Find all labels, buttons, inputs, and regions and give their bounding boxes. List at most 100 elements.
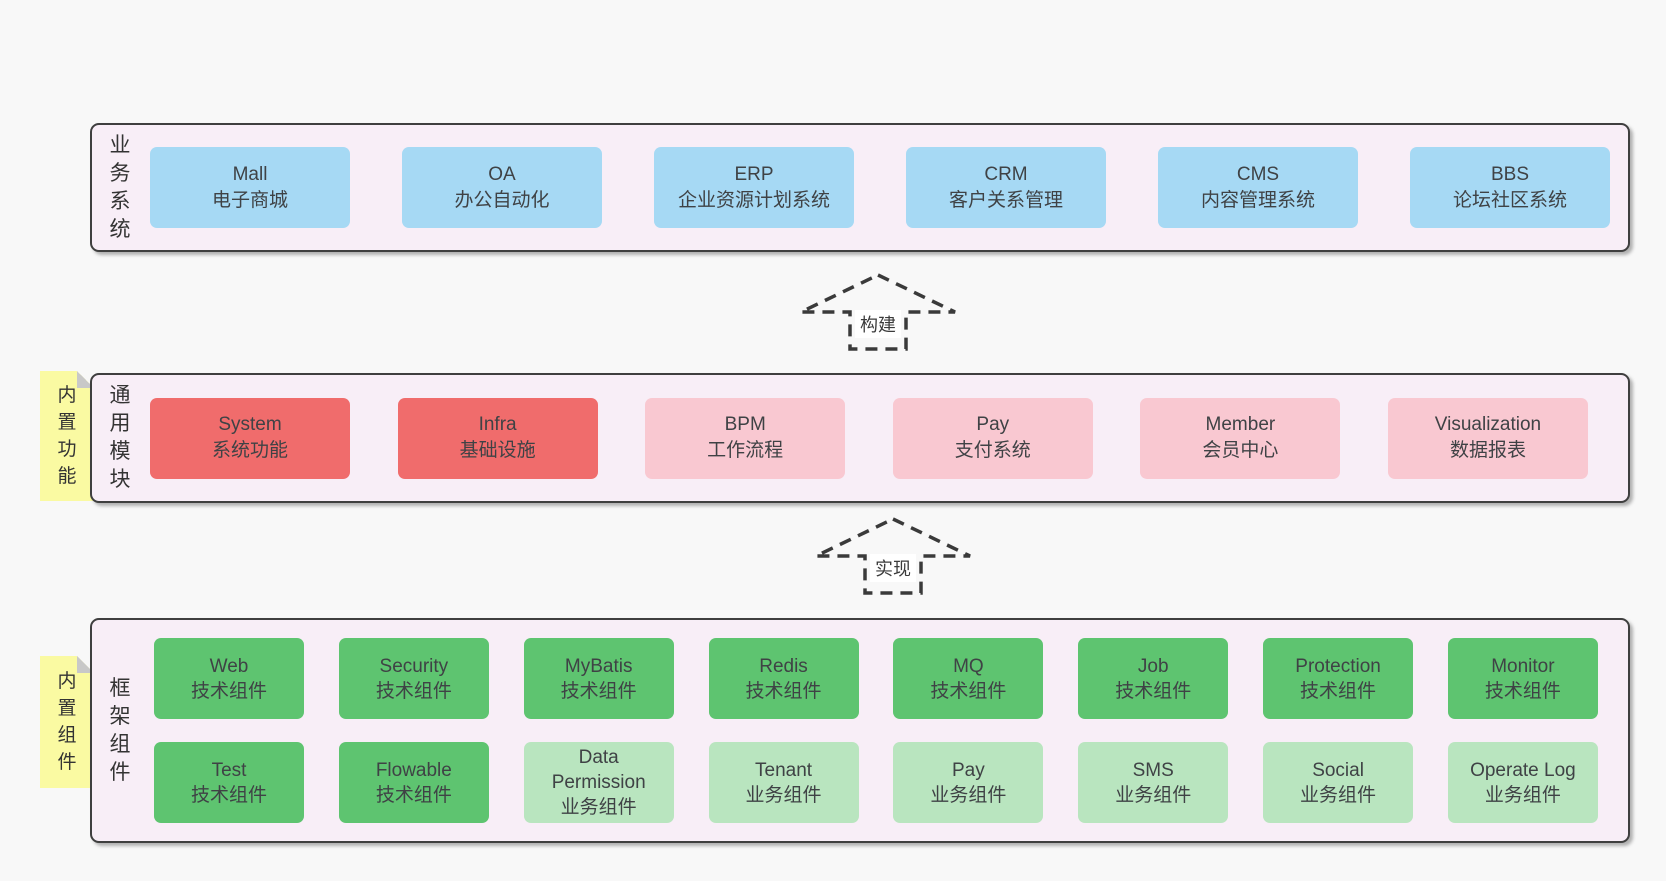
sticky-note-built-in-components: 内置组件 (40, 656, 94, 788)
layer-side-label-text: 业务系统 (109, 133, 131, 241)
implement-arrow: 实现 (813, 516, 973, 596)
layer-common-modules: 通用模块 System 系统功能 Infra 基础设施 BPM 工作流程 Pay… (90, 373, 1630, 503)
layer-side-label: 业务系统 (105, 125, 135, 250)
box-title: Tenant (755, 759, 813, 781)
box-title: Pay (976, 414, 1010, 435)
box-web: Web 技术组件 (154, 638, 304, 719)
box-subtitle: 技术组件 (745, 680, 822, 702)
box-row: System 系统功能 Infra 基础设施 BPM 工作流程 Pay 支付系统… (150, 375, 1588, 501)
box-title: MQ (953, 655, 984, 677)
box-title: Web (209, 655, 249, 677)
box-title: Flowable (375, 759, 452, 781)
box-subtitle: 技术组件 (930, 680, 1007, 702)
box-visualization: Visualization 数据报表 (1387, 397, 1588, 479)
box-subtitle: 会员中心 (1202, 440, 1279, 461)
box-title: ERP (734, 163, 774, 185)
box-title: BBS (1490, 163, 1530, 185)
layer-business-systems: 业务系统 Mall 电子商城 OA 办公自动化 ERP 企业资源计划系统 CRM… (90, 123, 1630, 252)
box-bbs: BBS 论坛社区系统 (1410, 147, 1610, 228)
box-title: SMS (1132, 759, 1174, 781)
box-subtitle: 技术组件 (375, 680, 452, 702)
box-infra: Infra 基础设施 (397, 397, 598, 479)
box-row: Mall 电子商城 OA 办公自动化 ERP 企业资源计划系统 CRM 客户关系… (150, 125, 1610, 250)
box-subtitle: 基础设施 (459, 440, 536, 461)
box-subtitle: 技术组件 (1484, 680, 1561, 702)
box-subtitle: 工作流程 (707, 440, 784, 461)
build-arrow: 构建 (798, 272, 958, 352)
box-title: OA (488, 163, 516, 185)
box-rows: Web 技术组件 Security 技术组件 MyBatis 技术组件 Redi… (154, 620, 1598, 841)
box-row: Web 技术组件 Security 技术组件 MyBatis 技术组件 Redi… (154, 638, 1598, 719)
box-subtitle: 电子商城 (211, 189, 288, 211)
box-sms: SMS 业务组件 (1078, 742, 1229, 823)
box-subtitle: 技术组件 (190, 680, 267, 702)
box-job: Job 技术组件 (1078, 638, 1229, 719)
dashed-up-arrow-icon (800, 273, 956, 351)
box-title: Security (379, 655, 449, 677)
box-subtitle: 办公自动化 (454, 189, 550, 211)
box-title: Infra (478, 414, 517, 435)
box-subtitle: 业务组件 (930, 784, 1007, 806)
box-subtitle: 技术组件 (1300, 680, 1377, 702)
box-title: CMS (1236, 163, 1280, 185)
box-subtitle: 技术组件 (190, 784, 267, 806)
box-subtitle: 业务组件 (745, 784, 822, 806)
box-title: Test (211, 759, 247, 781)
sticky-note-label: 内置功能 (57, 385, 77, 487)
box-title: System (218, 414, 282, 435)
box-subtitle: 系统功能 (211, 440, 288, 461)
box-bpm: BPM 工作流程 (645, 397, 846, 479)
box-title: Social (1312, 759, 1364, 781)
box-subtitle: 业务组件 (1484, 784, 1561, 806)
box-title: Operate Log (1470, 759, 1576, 781)
box-subtitle: 数据报表 (1449, 440, 1526, 461)
box-subtitle: 业务组件 (1115, 784, 1192, 806)
box-tenant: Tenant 业务组件 (708, 742, 859, 823)
sticky-note-label: 内置组件 (57, 671, 77, 773)
implement-arrow-label: 实现 (870, 554, 916, 582)
layer-side-label: 框架组件 (105, 620, 135, 841)
box-title: CRM (984, 163, 1028, 185)
box-mall: Mall 电子商城 (150, 147, 350, 228)
box-row: Test 技术组件 Flowable 技术组件 Data Permission … (154, 742, 1598, 823)
box-title: Pay (952, 759, 985, 781)
box-crm: CRM 客户关系管理 (906, 147, 1106, 228)
box-pay: Pay 业务组件 (893, 742, 1044, 823)
box-member: Member 会员中心 (1140, 397, 1341, 479)
box-oa: OA 办公自动化 (402, 147, 602, 228)
box-subtitle: 支付系统 (954, 440, 1031, 461)
sticky-note-built-in-features: 内置功能 (40, 371, 94, 501)
layer-framework-components: 框架组件 Web 技术组件 Security 技术组件 MyBatis 技术组件… (90, 618, 1630, 843)
box-subtitle: 企业资源计划系统 (677, 189, 830, 211)
box-social: Social 业务组件 (1263, 742, 1414, 823)
box-security: Security 技术组件 (338, 638, 489, 719)
box-title: MyBatis (564, 655, 633, 677)
box-test: Test 技术组件 (154, 742, 304, 823)
box-subtitle: 内容管理系统 (1200, 189, 1315, 211)
box-data-permission: Data Permission 业务组件 (523, 742, 674, 823)
box-subtitle: 技术组件 (560, 680, 637, 702)
box-system: System 系统功能 (150, 397, 350, 479)
box-subtitle: 业务组件 (1300, 784, 1377, 806)
box-subtitle: 技术组件 (1115, 680, 1192, 702)
box-mq: MQ 技术组件 (893, 638, 1044, 719)
layer-side-label-text: 框架组件 (109, 676, 131, 784)
box-subtitle: 客户关系管理 (948, 189, 1063, 211)
box-title: Data Permission (551, 747, 646, 793)
box-erp: ERP 企业资源计划系统 (654, 147, 854, 228)
box-subtitle: 业务组件 (560, 797, 637, 818)
box-operate-log: Operate Log 业务组件 (1447, 742, 1598, 823)
box-protection: Protection 技术组件 (1263, 638, 1414, 719)
build-arrow-label: 构建 (855, 310, 901, 338)
box-title: BPM (724, 414, 766, 435)
box-title: Protection (1295, 655, 1381, 677)
layer-side-label-text: 通用模块 (109, 384, 131, 491)
box-subtitle: 论坛社区系统 (1452, 189, 1567, 211)
box-title: Job (1137, 655, 1169, 677)
box-title: Mall (232, 163, 268, 185)
box-title: Monitor (1491, 655, 1555, 677)
dashed-up-arrow-icon (815, 517, 971, 595)
box-title: Visualization (1434, 414, 1542, 435)
box-pay: Pay 支付系统 (892, 397, 1093, 479)
